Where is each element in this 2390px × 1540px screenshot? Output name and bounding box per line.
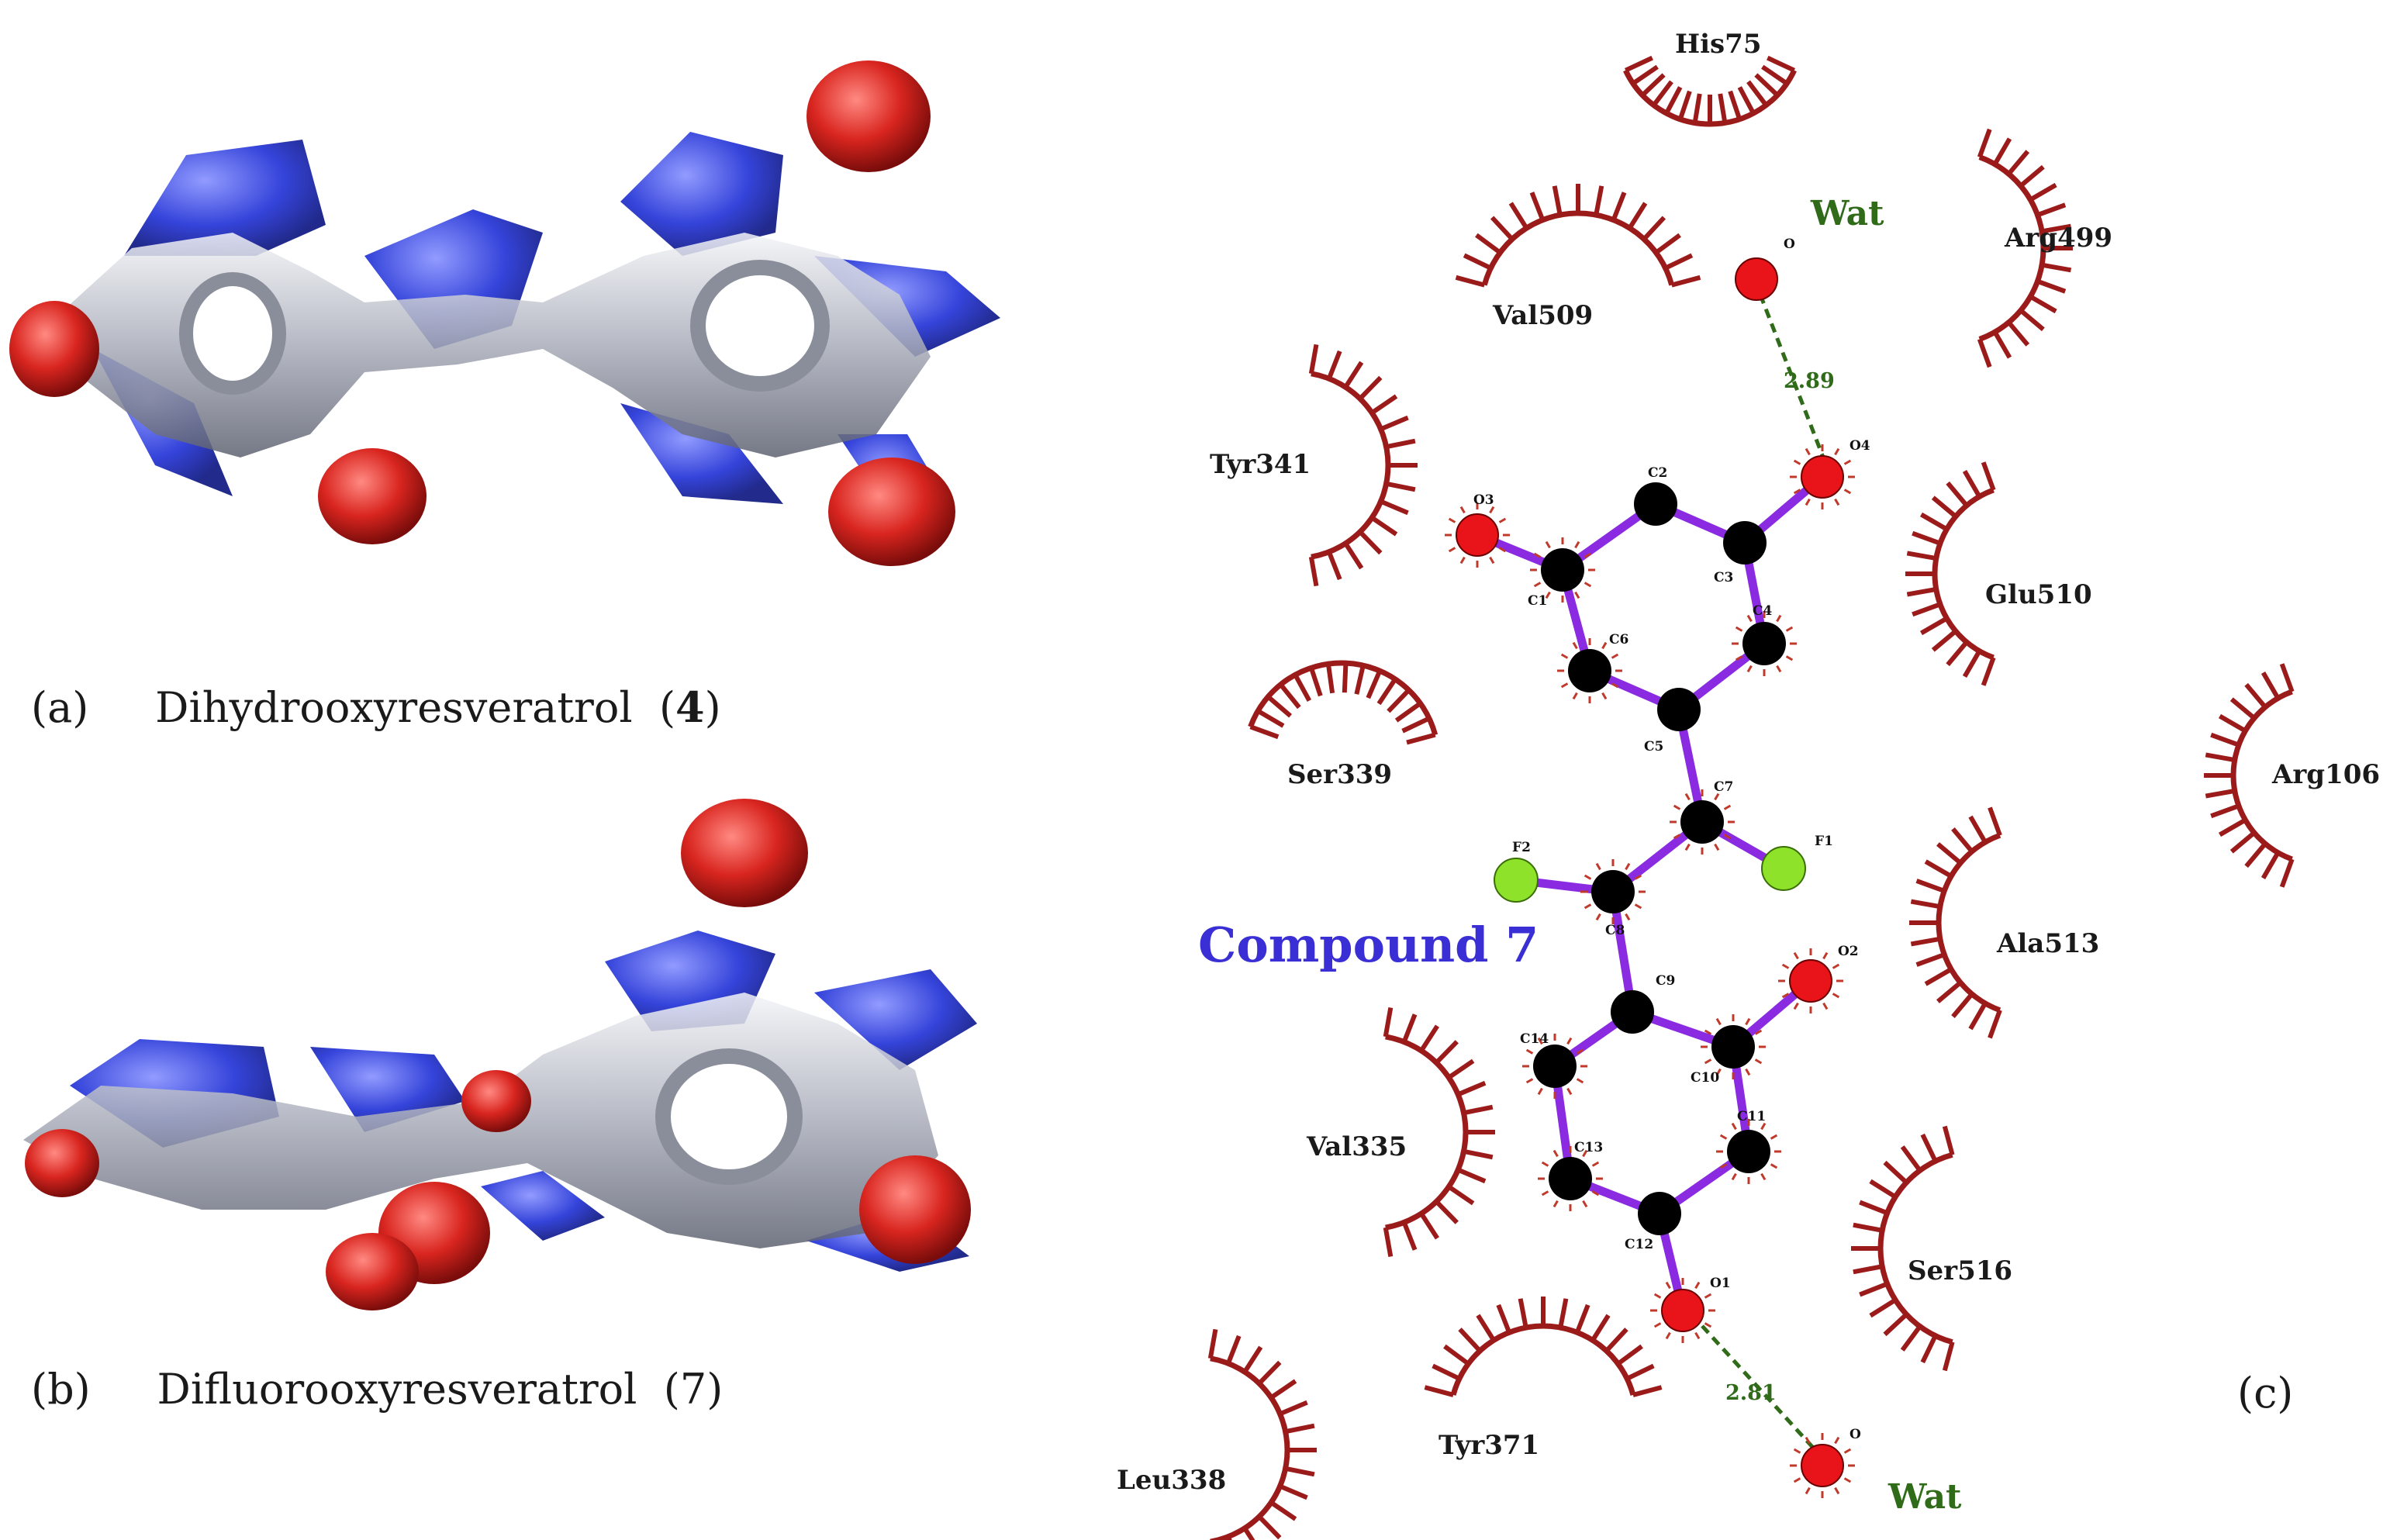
- residue-arc-arg106: [2204, 663, 2295, 888]
- residue-label-ser516: Ser516: [1908, 1255, 2012, 1286]
- water-label-top: Wat: [1810, 194, 1884, 233]
- panel-c-letter: (c): [2237, 1369, 2293, 1417]
- surface-dihydrooxyresveratrol: [9, 60, 1000, 566]
- label-O2: O2: [1838, 944, 1859, 959]
- ligand-atoms: [1456, 257, 1844, 1487]
- residue-labels: His75 Arg499 Val509 Tyr341 Glu510 Ser339…: [1117, 29, 2380, 1496]
- label-C7: C7: [1714, 779, 1733, 795]
- residue-arc-val335: [1383, 1007, 1495, 1258]
- water-label-bottom: Wat: [1887, 1477, 1962, 1517]
- atom-C11: [1727, 1130, 1770, 1173]
- atom-C3: [1723, 521, 1767, 565]
- label-C14: C14: [1520, 1031, 1549, 1047]
- atom-F1: [1761, 846, 1806, 891]
- atom-O1: [1661, 1289, 1704, 1332]
- atom-water-top: [1735, 257, 1778, 301]
- label-C10: C10: [1691, 1070, 1719, 1086]
- label-C3: C3: [1714, 570, 1733, 585]
- label-C12: C12: [1625, 1237, 1653, 1252]
- label-F2: F2: [1512, 840, 1531, 855]
- residue-label-val335: Val335: [1306, 1131, 1407, 1162]
- label-C8: C8: [1605, 923, 1625, 938]
- hbond-bottom-distance: 2.81: [1725, 1381, 1777, 1405]
- residue-arc-val509: [1455, 184, 1701, 288]
- atom-contact-halos: [1445, 444, 1855, 1498]
- label-C4: C4: [1753, 603, 1773, 619]
- label-O1: O1: [1710, 1276, 1731, 1291]
- label-water-bottom-O: O: [1849, 1427, 1861, 1442]
- residue-arc-tyr371: [1424, 1297, 1663, 1397]
- caption-b-letter: (b): [31, 1365, 91, 1414]
- residue-label-glu510: Glu510: [1985, 579, 2092, 610]
- atom-C5: [1657, 688, 1701, 731]
- residue-arc-ala513: [1909, 806, 2002, 1039]
- label-C1: C1: [1528, 593, 1547, 609]
- caption-b-name: Difluorooxyresveratrol: [157, 1365, 637, 1414]
- residue-label-val509: Val509: [1492, 300, 1593, 331]
- atom-O4: [1801, 455, 1844, 499]
- label-C13: C13: [1574, 1140, 1603, 1155]
- label-O3: O3: [1473, 492, 1494, 508]
- hbond-top-distance: 2.89: [1784, 369, 1835, 393]
- atom-C7: [1680, 800, 1724, 844]
- atom-C12: [1638, 1192, 1681, 1235]
- atom-C1: [1541, 548, 1584, 592]
- residue-label-tyr341: Tyr341: [1210, 449, 1311, 480]
- hydrogen-bonds: [1701, 294, 1829, 1459]
- hbond-bottom-line: [1701, 1324, 1824, 1459]
- atom-C10: [1711, 1025, 1755, 1069]
- atom-C6: [1568, 649, 1611, 692]
- caption-a-name: Dihydrooxyresveratrol: [155, 683, 633, 732]
- residue-label-arg499: Arg499: [2004, 223, 2112, 254]
- label-C5: C5: [1644, 739, 1663, 754]
- caption-b-number: 7: [679, 1365, 707, 1414]
- surface-difluorooxyresveratrol: [23, 799, 977, 1310]
- residue-label-arg106: Arg106: [2271, 759, 2380, 790]
- residue-arc-tyr341: [1308, 344, 1418, 587]
- residue-arc-glu510: [1905, 461, 1996, 686]
- residue-label-tyr371: Tyr371: [1438, 1430, 1539, 1461]
- label-F1: F1: [1815, 834, 1833, 849]
- label-O4: O4: [1849, 438, 1870, 454]
- residue-label-ser339: Ser339: [1287, 759, 1392, 790]
- atom-F2: [1494, 858, 1539, 903]
- residue-arc-ser516: [1851, 1125, 1955, 1372]
- residue-arc-leu338: [1207, 1328, 1317, 1540]
- residue-label-ala513: Ala513: [1996, 928, 2099, 959]
- atom-C4: [1742, 622, 1786, 665]
- caption-a-number: 4: [675, 682, 705, 732]
- label-water-top-O: O: [1784, 237, 1795, 252]
- label-C2: C2: [1648, 465, 1667, 481]
- residue-arc-ser339: [1248, 660, 1438, 745]
- molecular-surfaces: [9, 60, 1000, 1310]
- residue-arc-his75: [1623, 55, 1797, 127]
- residue-label-his75: His75: [1675, 29, 1762, 60]
- label-C9: C9: [1656, 973, 1675, 989]
- residue-arcs: [1207, 55, 2295, 1540]
- caption-a-letter: (a): [31, 683, 89, 732]
- atom-C14: [1533, 1045, 1577, 1088]
- atom-water-bottom: [1801, 1444, 1844, 1487]
- compound-label: Compound 7: [1198, 917, 1539, 973]
- atom-O2: [1789, 959, 1832, 1003]
- atom-C13: [1549, 1157, 1592, 1200]
- atom-C9: [1611, 990, 1654, 1034]
- label-C6: C6: [1609, 632, 1628, 647]
- atom-O3: [1456, 513, 1499, 557]
- caption-b: (b) Difluorooxyresveratrol (7): [31, 1365, 724, 1414]
- atom-C2: [1634, 482, 1677, 526]
- atom-labels: O3 O4 C1 C2 C3 C4 C5 C6 C7 C8 C9 C10 C11…: [1473, 237, 1870, 1442]
- atom-C8: [1591, 870, 1635, 913]
- label-C11: C11: [1737, 1109, 1766, 1124]
- residue-label-leu338: Leu338: [1117, 1465, 1226, 1496]
- caption-a: (a) Dihydrooxyresveratrol (4): [31, 682, 721, 732]
- residue-arc-arg499: [1977, 128, 2073, 368]
